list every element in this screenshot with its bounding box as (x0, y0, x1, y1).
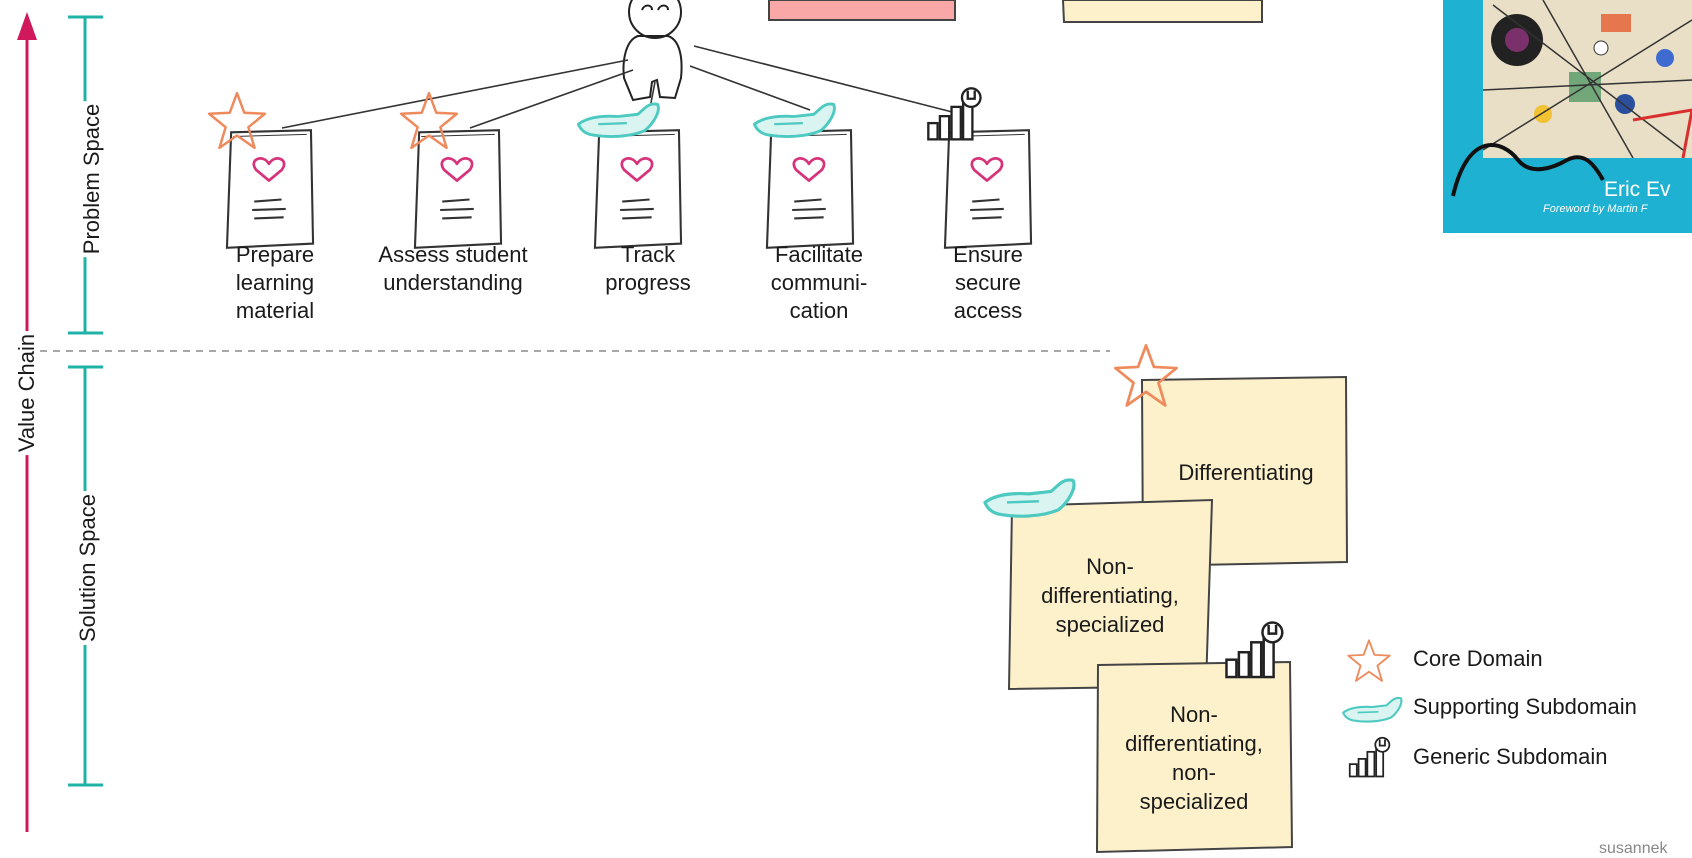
legend-generic-subdomain: Generic Subdomain (1413, 744, 1608, 769)
problem-space-label: Problem Space (79, 100, 106, 258)
legend-supporting-subdomain: Supporting Subdomain (1413, 694, 1637, 719)
generic-subdomain-icon (1225, 621, 1284, 679)
legend-star-icon (1347, 639, 1391, 682)
task-document-assess (413, 128, 503, 250)
task-document-ensure (943, 128, 1033, 250)
top-note-yellow (1061, 0, 1263, 23)
value-chain-arrowhead (17, 12, 37, 40)
legend-generic-icon (1348, 736, 1391, 778)
note-label-specialized: Non-differentiating,specialized (1041, 554, 1179, 637)
note-label-non-specialized: Non-differentiating,non-specialized (1125, 702, 1263, 814)
solution-space-label: Solution Space (75, 491, 101, 645)
user-figure (622, 0, 683, 102)
legend-core-domain: Core Domain (1413, 646, 1543, 671)
top-note-pink (768, 0, 956, 21)
legend-hand-icon (1342, 696, 1403, 723)
value-chain-label: Value Chain (14, 330, 41, 456)
footer-credit: susannek (1599, 840, 1668, 857)
generic-subdomain-icon (927, 87, 982, 141)
book-foreword: Foreword by Martin F (1543, 203, 1648, 215)
book-cover-artwork (1482, 0, 1692, 159)
task-document-prepare (225, 128, 315, 250)
note-label-differentiating: Differentiating (1178, 460, 1314, 485)
task-document-facilitate (765, 128, 855, 250)
book-author: Eric Ev (1604, 178, 1671, 201)
book-cover: Eric Ev Foreword by Martin F (1443, 0, 1692, 233)
task-document-track (593, 128, 683, 250)
